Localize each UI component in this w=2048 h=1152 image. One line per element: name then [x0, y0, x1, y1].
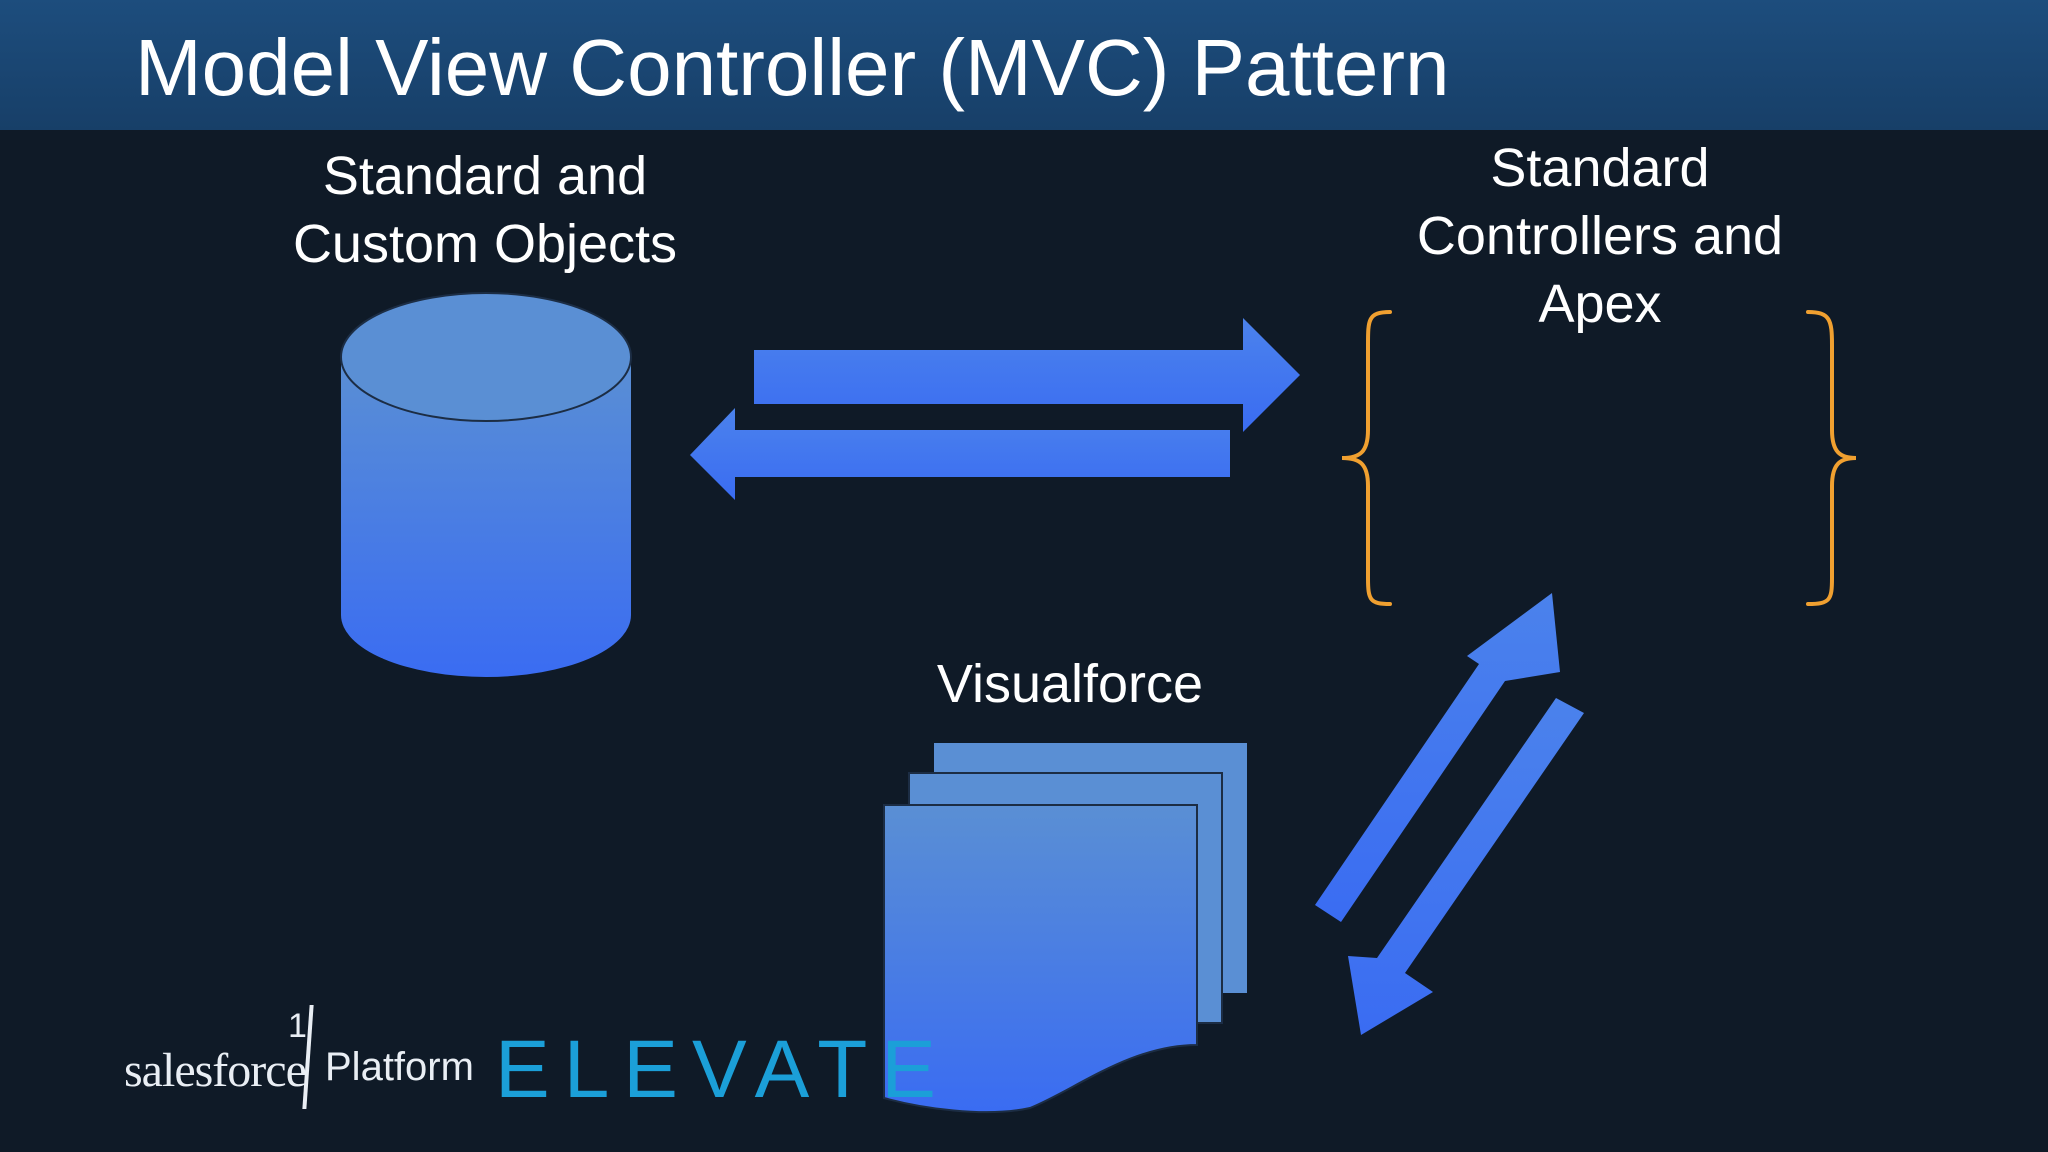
controller-label: Standard Controllers and Apex	[1416, 138, 1784, 334]
arrow-right-to-controller	[754, 318, 1300, 432]
visualforce-pages-icon	[883, 743, 1247, 1114]
slide-title: Model View Controller (MVC) Pattern	[135, 23, 1450, 112]
salesforce-one-mark: 1	[288, 1007, 307, 1045]
title-bar: Model View Controller (MVC) Pattern	[0, 0, 2048, 130]
arrow-down-to-view	[1348, 698, 1584, 1035]
elevate-logo: ELEVATE	[495, 1024, 950, 1115]
footer-logos: salesforce 1 Platform ELEVATE	[120, 1005, 936, 1115]
arrow-up-to-controller	[1315, 593, 1560, 922]
arrow-left-to-model	[690, 408, 1230, 500]
view-label: Visualforce	[936, 654, 1204, 714]
right-brace-icon	[1806, 310, 1857, 606]
left-brace-icon	[1341, 310, 1392, 606]
platform-label: Platform	[325, 1045, 474, 1089]
salesforce-logo: salesforce	[124, 1044, 307, 1097]
controller-braces	[1341, 310, 1857, 606]
model-label: Standard and Custom Objects	[292, 146, 678, 274]
database-cylinder-icon	[340, 292, 632, 677]
